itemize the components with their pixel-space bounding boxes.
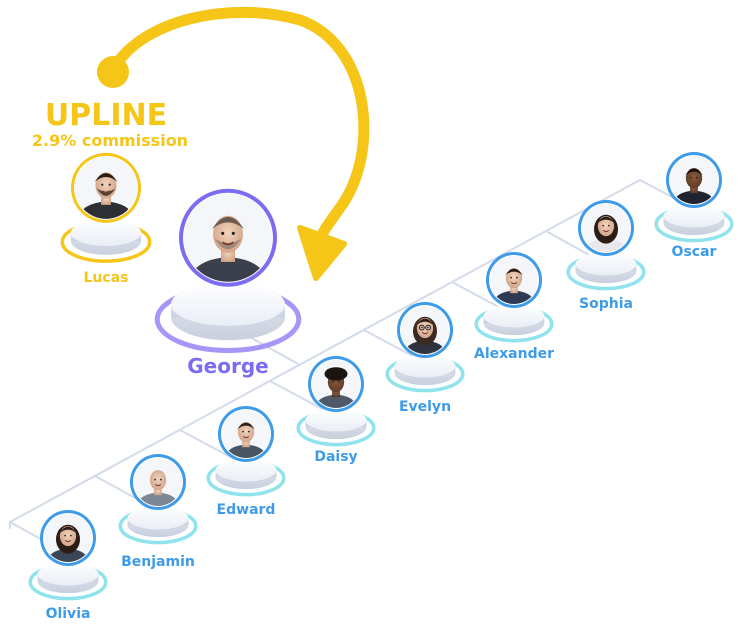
george-pedestal-top <box>171 282 285 326</box>
upline-commission: 2.9% commission <box>32 131 188 150</box>
benjamin-pedestal-top <box>127 506 189 530</box>
olivia-pedestal-top <box>37 562 99 586</box>
node-george[interactable]: George <box>154 188 302 378</box>
olivia-avatar-photo <box>44 514 92 562</box>
branch-evelyn <box>363 329 421 361</box>
daisy-avatar-photo <box>312 360 360 408</box>
upline-arrow-head <box>297 225 347 281</box>
upline-arrow-start-dot <box>97 56 129 88</box>
sophia-pedestal-top <box>575 252 637 276</box>
lucas-pedestal-top <box>70 219 142 247</box>
evelyn-pedestal-top <box>394 354 456 378</box>
alexander-avatar-photo <box>490 256 538 304</box>
branch-edward <box>179 429 237 461</box>
branch-george <box>245 334 301 366</box>
node-sophia[interactable]: Sophia <box>566 200 646 312</box>
olivia-name-label: Olivia <box>46 606 91 622</box>
benjamin-avatar-photo <box>134 458 182 506</box>
sophia-avatar-photo <box>582 204 630 252</box>
branch-daisy <box>269 380 327 412</box>
evelyn-avatar-photo <box>401 306 449 354</box>
george-avatar-photo <box>184 193 272 282</box>
main-branch-line <box>9 179 701 529</box>
node-oscar[interactable]: Oscar <box>654 152 734 260</box>
node-lucas[interactable]: Lucas <box>60 152 152 286</box>
alexander-name-label: Alexander <box>474 346 554 362</box>
alexander-pedestal-top <box>483 304 545 328</box>
edward-pedestal-top <box>215 458 277 482</box>
oscar-avatar-photo <box>670 156 718 204</box>
downline-connectors <box>9 179 701 555</box>
lucas-avatar-photo <box>75 156 137 219</box>
node-olivia[interactable]: Olivia <box>28 510 108 622</box>
sophia-name-label: Sophia <box>579 296 633 312</box>
upline-arrow <box>97 6 370 281</box>
node-benjamin[interactable]: Benjamin <box>118 454 198 570</box>
lucas-name-label: Lucas <box>84 270 129 286</box>
node-edward[interactable]: Edward <box>206 406 286 518</box>
node-alexander[interactable]: Alexander <box>474 252 554 362</box>
oscar-name-label: Oscar <box>672 244 717 260</box>
george-name-label: George <box>187 354 268 378</box>
node-evelyn[interactable]: Evelyn <box>385 302 465 415</box>
evelyn-name-label: Evelyn <box>399 399 451 415</box>
node-daisy[interactable]: Daisy <box>296 356 376 465</box>
oscar-pedestal-top <box>663 204 725 228</box>
benjamin-name-label: Benjamin <box>121 554 195 570</box>
edward-name-label: Edward <box>217 502 276 518</box>
daisy-pedestal-top <box>305 408 367 432</box>
upline-title: UPLINE <box>45 98 167 133</box>
edward-avatar-photo <box>222 410 270 458</box>
daisy-name-label: Daisy <box>314 449 357 465</box>
